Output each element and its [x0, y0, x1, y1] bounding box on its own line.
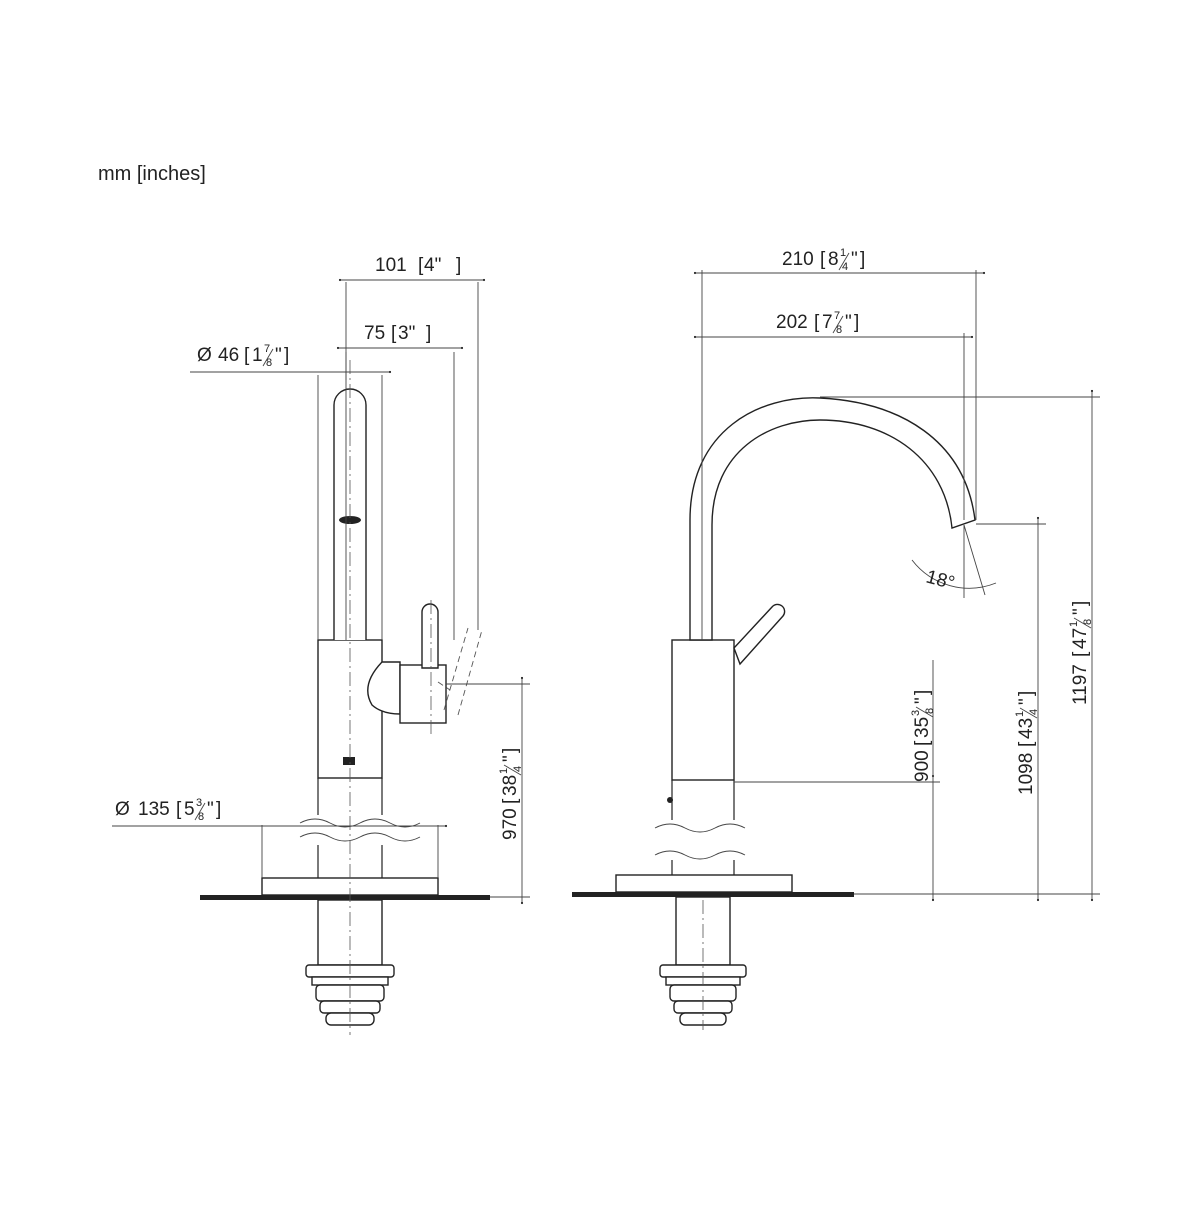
dim-total-height: 1197 [ 47 1 8 " ]: [1068, 601, 1094, 705]
svg-text:8: 8: [198, 811, 204, 823]
svg-text:4: 4: [1028, 709, 1040, 715]
svg-text:]: ]: [500, 748, 521, 753]
svg-text:": ": [275, 345, 282, 366]
svg-text:1: 1: [840, 247, 846, 259]
dim-handle-height: 970 [ 38 1 4 " ]: [498, 748, 524, 840]
svg-text:[: [: [1016, 741, 1037, 747]
side-base-plate: [615, 874, 793, 893]
svg-text:1: 1: [498, 768, 510, 774]
svg-text:[: [: [1070, 651, 1091, 657]
front-view: 101 [ 4" ] 75 [ 3" ] Ø 46 [ 1 7 8 " ] Ø …: [112, 255, 530, 1035]
dim-handle-height-mm: 970: [500, 808, 521, 840]
svg-text:3: 3: [196, 797, 202, 809]
dim-spout-reach-mm: 202: [776, 312, 808, 333]
svg-text:1: 1: [1068, 621, 1080, 627]
svg-text:": ": [500, 755, 521, 762]
svg-text:[: [: [418, 255, 424, 276]
svg-text:]: ]: [1016, 691, 1037, 696]
svg-text:": ": [851, 249, 858, 270]
svg-text:]: ]: [860, 249, 865, 270]
svg-text:101: 101: [375, 255, 407, 276]
svg-text:[: [: [244, 345, 250, 366]
dim-overall-reach-mm: 210: [782, 249, 814, 270]
dim-outlet-height: 1098 [ 43 1 4 " ]: [1014, 691, 1040, 795]
svg-text:[: [: [500, 798, 521, 804]
svg-text:]: ]: [912, 690, 933, 695]
units-label: mm [inches]: [98, 163, 206, 185]
side-lower-body: [671, 639, 735, 781]
dim-overall-width-mm: 101: [375, 255, 407, 276]
dim-base-diameter-inch-whole: 5: [184, 799, 195, 820]
svg-text:3: 3: [910, 710, 922, 716]
dim-overall-width-inch: 4": [424, 255, 441, 276]
front-spout-ring: [339, 516, 361, 524]
front-handle-hub: [367, 661, 401, 715]
svg-text:4: 4: [512, 766, 524, 772]
svg-text:]: ]: [426, 323, 431, 344]
dim-handle-offset-inch: 3": [398, 323, 415, 344]
dim-outlet-height-mm: 1098: [1016, 753, 1037, 795]
svg-text:[: [: [814, 312, 820, 333]
svg-text:8: 8: [836, 324, 842, 336]
dim-body-height: 900 [ 35 3 8 " ]: [910, 690, 936, 782]
svg-text:47: 47: [1070, 628, 1091, 649]
svg-text:7: 7: [822, 312, 833, 333]
dim-total-height-mm: 1197: [1070, 664, 1091, 705]
svg-text:[: [: [391, 323, 397, 344]
svg-text:": ": [207, 799, 214, 820]
side-gooseneck-spout: [689, 397, 976, 641]
spout-angle-arc: [911, 559, 997, 589]
dim-handle-height-inch-whole: 38: [500, 775, 521, 796]
svg-text:]: ]: [284, 345, 289, 366]
front-handle-lever: [421, 603, 439, 669]
svg-text:[: [: [176, 799, 182, 820]
svg-text:": ": [1070, 608, 1091, 615]
dim-spout-diameter-symbol: Ø: [197, 345, 212, 366]
svg-text:[: [: [820, 249, 826, 270]
front-countertop: [200, 895, 490, 900]
svg-text:1: 1: [1014, 711, 1026, 717]
svg-text:8: 8: [828, 249, 839, 270]
dim-handle-offset-mm: 75: [364, 323, 385, 344]
svg-text:": ": [845, 312, 852, 333]
svg-text:35: 35: [912, 717, 933, 738]
dim-spout-diameter-inch-whole: 1: [252, 345, 263, 366]
dim-base-diameter-symbol: Ø: [115, 799, 130, 820]
side-break-line: [654, 823, 746, 833]
dim-spout-diameter-mm: 46: [218, 345, 239, 366]
svg-text:8: 8: [924, 708, 936, 714]
dim-base-diameter-mm: 135: [138, 799, 170, 820]
svg-text:4: 4: [842, 261, 848, 273]
front-handle-cartridge: [399, 664, 447, 724]
svg-text:43: 43: [1016, 718, 1037, 739]
svg-text:]: ]: [456, 255, 461, 276]
dim-spout-angle: 18°: [924, 567, 957, 595]
svg-text:[: [: [912, 740, 933, 746]
front-logo-mark: [343, 757, 355, 765]
svg-text:8: 8: [266, 357, 272, 369]
side-view: 18° 210 [ 8 1 4 " ] 202 [ 7 7 8 " ] 900 …: [572, 247, 1100, 1030]
side-countertop: [572, 892, 854, 897]
svg-text:": ": [1016, 698, 1037, 705]
svg-text:8: 8: [1082, 619, 1094, 625]
svg-text:]: ]: [854, 312, 859, 333]
svg-text:]: ]: [216, 799, 221, 820]
svg-text:": ": [912, 697, 933, 704]
svg-text:7: 7: [264, 343, 270, 355]
svg-text:]: ]: [1070, 601, 1091, 606]
dim-body-height-mm: 900: [912, 750, 933, 782]
side-handle-lever: [733, 603, 786, 666]
svg-text:7: 7: [834, 310, 840, 322]
